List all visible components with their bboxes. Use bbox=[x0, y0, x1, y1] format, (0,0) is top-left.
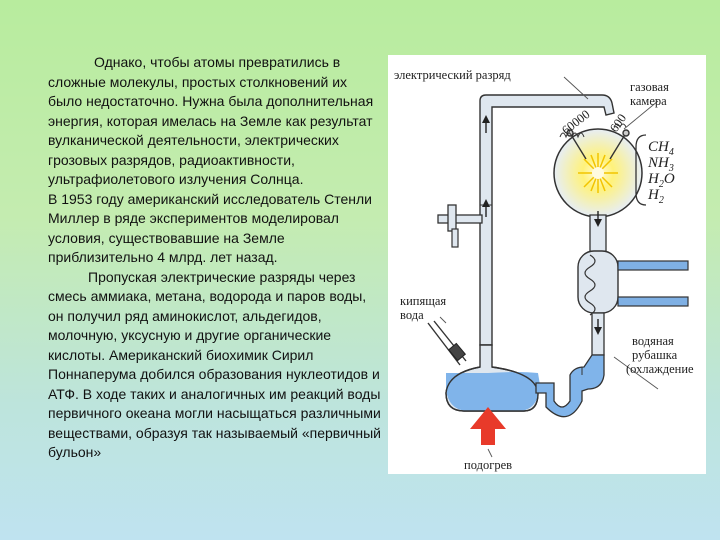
miller-experiment-diagram: электрический разряд газовая камера 6000… bbox=[388, 55, 706, 474]
coil-right-icon bbox=[613, 123, 627, 129]
water-jacket bbox=[577, 250, 689, 316]
slide-text: Однако, чтобы атомы превратились в сложн… bbox=[48, 53, 382, 463]
formula-bracket bbox=[635, 134, 647, 206]
label-electric-discharge: электрический разряд bbox=[394, 68, 511, 82]
apparatus-svg: электрический разряд газовая камера 6000… bbox=[394, 68, 694, 472]
heating-arrow-icon bbox=[470, 407, 506, 445]
label-gas-chamber-1: газовая bbox=[630, 80, 669, 94]
spark-core bbox=[592, 167, 604, 179]
label-boiling-water-1: кипящая bbox=[400, 294, 446, 308]
flow-arrow-icon bbox=[482, 115, 602, 335]
label-water-jacket-1: водяная bbox=[632, 334, 674, 348]
paragraph-energy: Однако, чтобы атомы превратились в сложн… bbox=[48, 54, 374, 187]
leader-lines bbox=[439, 76, 659, 458]
u-trap bbox=[535, 354, 605, 418]
boiling-flask bbox=[445, 344, 540, 412]
label-heating: подогрев bbox=[464, 458, 512, 472]
paragraph-miller: В 1953 году американский исследователь С… bbox=[48, 190, 372, 266]
formula-hydrogen: H2 bbox=[647, 187, 664, 206]
label-water-jacket-2: рубашка bbox=[632, 348, 678, 362]
formula-methane: CH4 bbox=[648, 139, 674, 158]
formula-water: H2O bbox=[647, 171, 675, 190]
coil-left-icon bbox=[559, 132, 585, 139]
label-boiling-water-2: вода bbox=[400, 308, 424, 322]
label-gas-chamber-2: камера bbox=[630, 94, 667, 108]
boiling-water-inlet bbox=[427, 320, 467, 366]
top-tube bbox=[479, 94, 615, 346]
formula-ammonia: NH3 bbox=[647, 155, 674, 174]
paragraph-results: Пропуская электрические разряды через см… bbox=[48, 268, 381, 461]
side-tap bbox=[437, 204, 483, 248]
electrodes bbox=[566, 129, 630, 160]
label-water-jacket-3: (охлаждение bbox=[626, 362, 694, 376]
